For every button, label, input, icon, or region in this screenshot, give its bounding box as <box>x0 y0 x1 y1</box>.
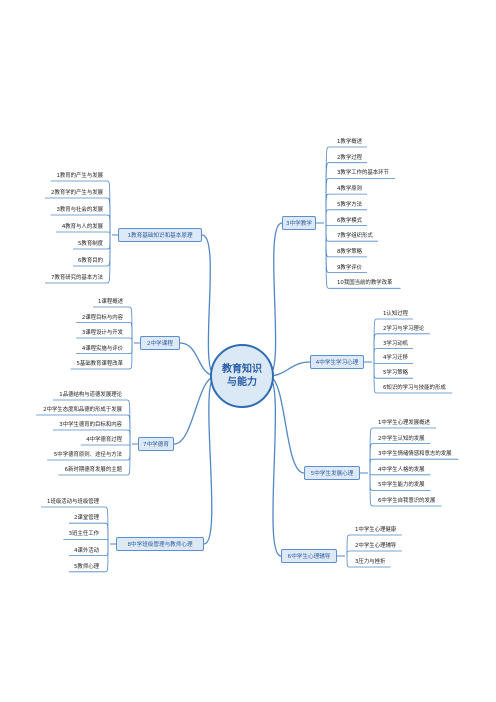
leaf-item: 1教育的产生与发展 <box>56 173 103 179</box>
leaf-item: 5学习策略 <box>383 370 408 377</box>
central-topic: 教育知识 与能力 <box>210 344 274 408</box>
leaf-item: 1认知过程 <box>383 311 408 317</box>
leaf-item: 1教学概述 <box>337 139 362 145</box>
leaf-item: 2中学生认知的发展 <box>378 435 425 442</box>
leaf-item: 3课程设计与开发 <box>81 330 123 336</box>
branch-left-1: 1教育基础知识和基本原理 <box>118 228 202 242</box>
leaf-item: 6知识的学习与技能的形成 <box>383 385 446 391</box>
leaf-item: 5教师心理 <box>74 563 99 570</box>
leaf-item: 3教育与社会的发展 <box>56 207 103 213</box>
leaf-item: 4教学原则 <box>337 186 362 193</box>
branch-left-3: 7中学德育 <box>138 437 174 451</box>
leaf-item: 6新时期德育发展的主题 <box>64 467 122 473</box>
leaf-item: 6教学模式 <box>337 217 362 224</box>
leaf-item: 2中学生心理辅导 <box>355 543 397 549</box>
leaf-item: 5教学方法 <box>337 201 362 208</box>
leaf-item: 4学习迁移 <box>383 355 408 362</box>
leaf-item: 5教育制度 <box>78 241 103 247</box>
leaf-item: 2课堂管理 <box>74 515 99 522</box>
leaf-item: 10我国当前的教学改革 <box>337 280 393 287</box>
leaf-item: 1中学生心理发展概述 <box>378 420 430 426</box>
branch-left-2: 2中学课程 <box>140 336 180 350</box>
leaf-item: 6中学生自我意识的发展 <box>378 498 436 504</box>
leaf-item: 2教育学的产生与发展 <box>51 190 103 196</box>
leaf-item: 4课程实施与评价 <box>81 345 123 352</box>
leaf-item: 2课程目标与内容 <box>81 314 123 321</box>
branch-right-2: 4中学生学习心理 <box>310 355 364 369</box>
leaf-item: 5中学德育原则、途径与方法 <box>53 452 122 458</box>
leaf-item: 7教育研究的基本方法 <box>51 275 103 281</box>
leaf-item: 3班主任工作 <box>68 531 99 538</box>
leaf-item: 5中学生能力的发展 <box>378 482 425 489</box>
leaf-item: 4教育与人的发展 <box>61 224 103 230</box>
leaf-item: 1课程概述 <box>98 299 123 305</box>
leaf-item: 1中学生心理健康 <box>355 527 397 533</box>
leaf-item: 4中学德育过程 <box>86 437 122 443</box>
leaf-item: 4课外活动 <box>74 547 99 554</box>
leaf-item: 1品德结构与道德发展理论 <box>59 392 122 398</box>
leaf-item: 1班级活动与班级管理 <box>47 499 99 505</box>
leaf-item: 3中学生德育的目标和内容 <box>59 422 122 428</box>
leaf-item: 3教学工作的基本环节 <box>337 170 389 177</box>
leaf-item: 8教学策略 <box>337 248 362 255</box>
leaf-item: 4中学生人格的发展 <box>378 466 425 473</box>
branch-right-1: 3中学教学 <box>282 216 316 230</box>
leaf-item: 2教学过程 <box>337 154 362 161</box>
leaf-item: 2学习与学习理论 <box>383 325 425 332</box>
leaf-item: 3中学生情绪情感和意志的发展 <box>378 451 452 458</box>
branch-right-4: 6中学生心理辅导 <box>281 549 337 563</box>
central-topic-label: 教育知识 与能力 <box>222 364 262 388</box>
leaf-item: 9教学评价 <box>337 264 362 271</box>
leaf-item: 5基础教育课程改革 <box>76 361 123 367</box>
leaf-item: 6教育目的 <box>78 258 103 264</box>
branch-right-3: 5中学生发展心理 <box>304 466 360 480</box>
branch-left-4: 8中学班级管理与教师心理 <box>116 537 204 551</box>
leaf-item: 7教学组织形式 <box>337 233 373 240</box>
leaf-item: 3压力与挫折 <box>355 559 386 565</box>
leaf-item: 2中学生态度和品德的形成于发展 <box>43 407 122 413</box>
leaf-item: 3学习动机 <box>383 340 408 347</box>
